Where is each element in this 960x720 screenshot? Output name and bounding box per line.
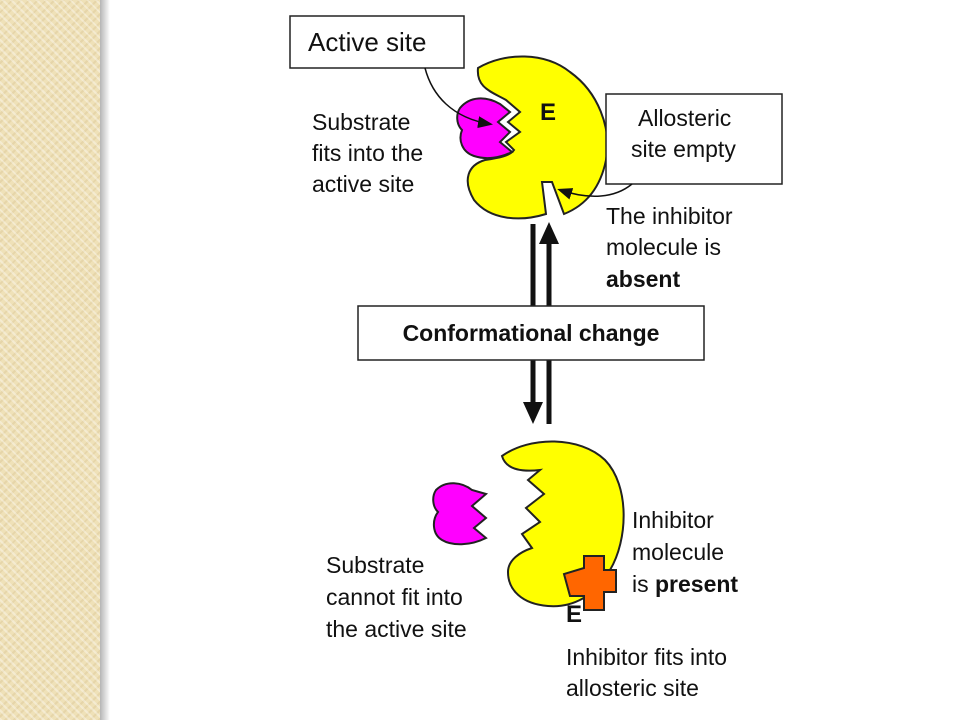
side-strip-shadow [100,0,110,720]
substrate-top-shape [456,97,514,160]
inhibitor-shape [562,555,617,611]
enzyme-top-shape [466,55,609,220]
conformational-change-box [357,305,705,361]
allosteric-site-line-2: site empty [631,136,736,162]
inhibitor-present-line-2: molecule [632,539,724,565]
substrate-cannot-line-3: the active site [326,616,467,642]
enzyme-top-label: E [540,99,556,126]
substrate-cannot-line-1: Substrate [326,552,424,578]
inhibitor-present-prefix: is [632,571,655,597]
decorative-side-strip [0,0,100,720]
inhibitor-present-line-3: is present [632,571,738,597]
inhibitor-fits-line-2: allosteric site [566,675,699,701]
inhibitor-absent-line-1: The inhibitor [606,203,733,229]
substrate-fits-line-2: fits into the [312,140,423,166]
inhibitor-present-line-1: Inhibitor [632,507,714,533]
conformational-change-label: Conformational change [403,320,660,346]
down-arrow-head [523,402,543,424]
substrate-bottom-shape [432,482,489,546]
active-site-pointer-arrow [424,67,493,129]
enzyme-bottom-label: E [566,601,582,628]
inhibitor-fits-line-1: Inhibitor fits into [566,644,727,670]
allosteric-site-box [605,93,783,185]
active-site-label: Active site [308,27,427,57]
inhibitor-present-bold: present [655,571,738,597]
active-site-box [289,15,465,69]
substrate-fits-line-3: active site [312,171,414,197]
substrate-cannot-line-2: cannot fit into [326,584,463,610]
substrate-fits-line-1: Substrate [312,109,410,135]
inhibitor-absent-line-2: molecule is [606,234,721,260]
allosteric-pointer-arrow [557,183,633,200]
inhibitor-absent-bold: absent [606,266,680,292]
up-arrow-head [539,222,559,244]
allosteric-site-line-1: Allosteric [638,105,731,131]
